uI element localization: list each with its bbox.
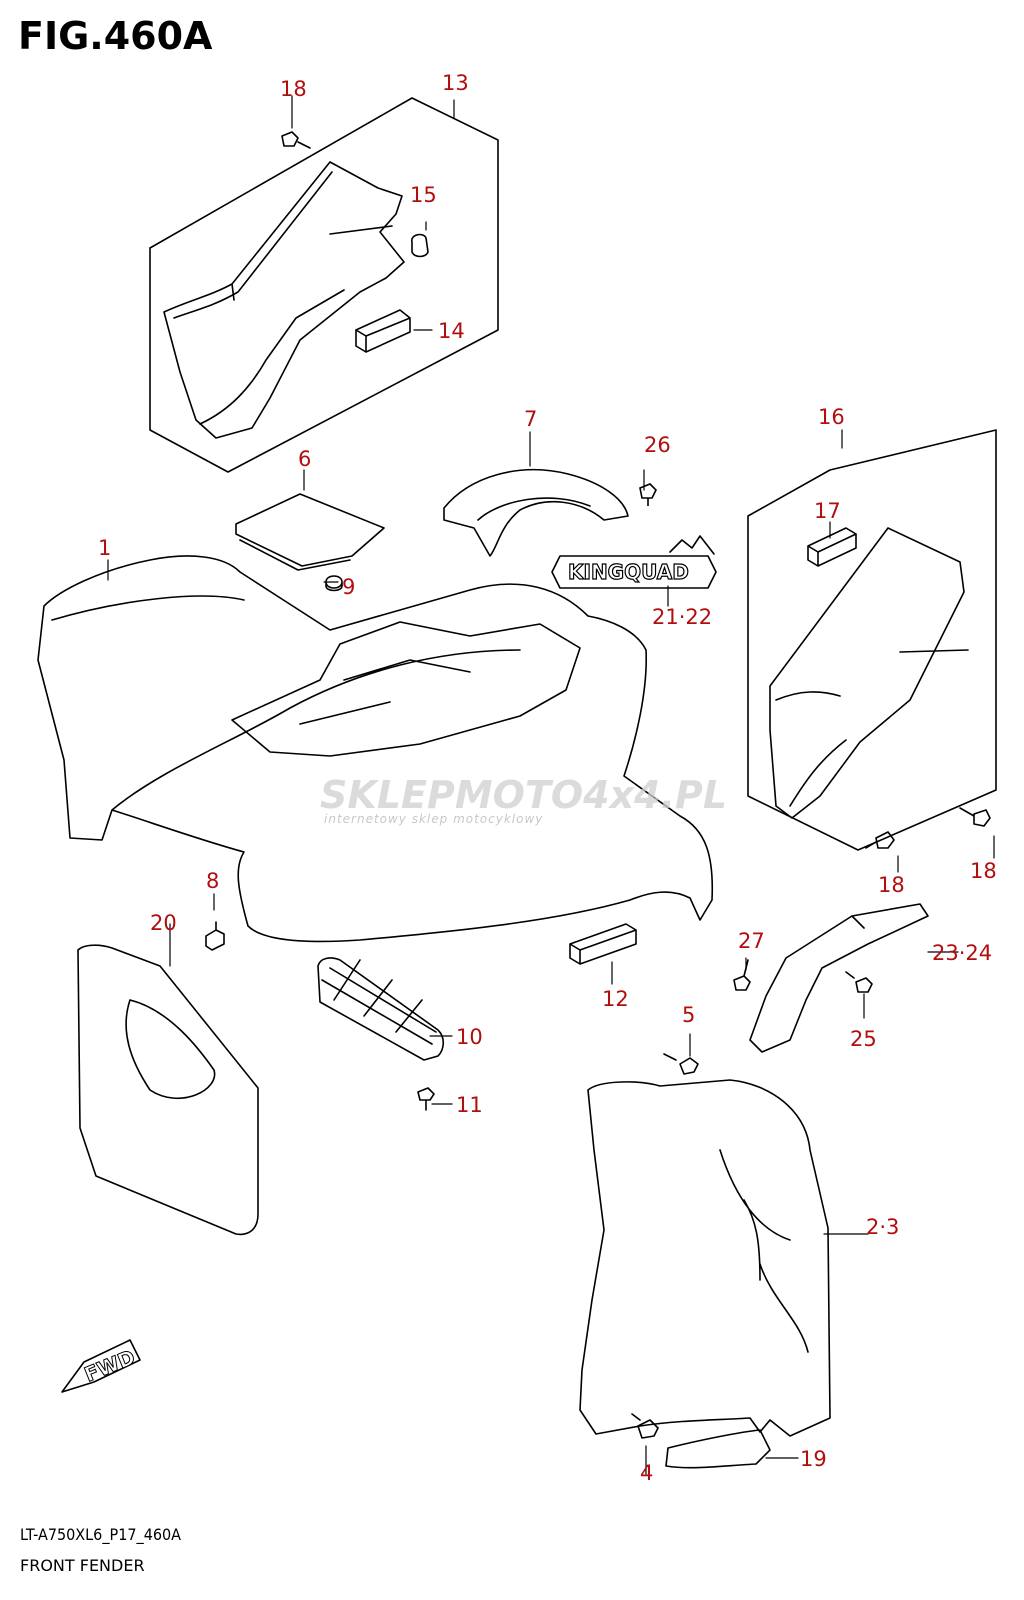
label-part-23-24: 23·24 [932,941,992,965]
part-18-bolt-top [281,131,311,149]
label-part-14: 14 [438,319,465,343]
part-27-bolt [733,959,751,991]
label-part-18-mid: 18 [878,873,905,897]
fwd-arrow [61,1339,141,1393]
part-20-mud-flap [77,944,259,1236]
watermark-subtitle: internetowy sklep motocyklowy [324,812,544,826]
part-12-pad [569,923,637,965]
label-part-26: 26 [644,433,671,457]
kingquad-decal [551,555,717,589]
label-part-7: 7 [524,407,537,431]
label-part-19: 19 [800,1447,827,1471]
label-part-13: 13 [442,71,469,95]
part-14-pad [355,309,411,353]
part-11-screw [417,1087,435,1111]
part-16-inner-fender [769,527,969,819]
part-6-cover [235,493,385,571]
label-part-18-right: 18 [970,859,997,883]
part-13-inner-fender [163,161,405,439]
label-part-4: 4 [640,1461,653,1485]
part-26-screw [639,483,657,506]
label-part-5: 5 [682,1003,695,1027]
label-part-6: 6 [298,447,311,471]
label-part-2-3: 2·3 [866,1215,899,1239]
part-5-bolt [663,1053,699,1075]
part-15-grommet [411,233,429,258]
label-part-16: 16 [818,405,845,429]
label-part-11: 11 [456,1093,483,1117]
leader-lines [107,95,995,1475]
watermark: SKLEPMOTO4x4.PL [320,773,728,817]
label-part-18-top: 18 [280,77,307,101]
kingquad-logo-text: KINGQUAD [568,560,689,584]
part-4-bolt [631,1413,659,1439]
part-18-bolt-right [959,807,991,827]
label-part-27: 27 [738,929,765,953]
part-2-3-inner-panel [579,1079,831,1437]
part-9-grommet [325,575,343,592]
part-19-strip [665,1429,771,1469]
part-17-pad [807,527,857,567]
diagram-name: FRONT FENDER [20,1556,145,1575]
label-part-12: 12 [602,987,629,1011]
kit-box-13 [149,97,499,473]
label-part-17: 17 [814,499,841,523]
diagram-code: LT-A750XL6_P17_460A [20,1525,182,1544]
label-part-25: 25 [850,1027,877,1051]
part-1-front-fender [37,555,714,943]
label-part-8: 8 [206,869,219,893]
label-part-15: 15 [410,183,437,207]
part-10-grille [317,957,445,1061]
part-23-24-bracket [749,903,929,1053]
kit-box-16 [747,429,997,851]
part-25-bolt [845,971,873,993]
label-part-9: 9 [342,575,355,599]
label-part-20: 20 [150,911,177,935]
part-18-bolt-mid [865,831,895,849]
label-part-10: 10 [456,1025,483,1049]
part-1-center-opening [231,621,581,757]
label-part-1: 1 [98,536,111,560]
part-7-headlight-cover [443,468,629,557]
part-8-bolt [205,921,225,951]
figure-title: FIG.460A [18,14,213,58]
decal-mountain [669,535,715,555]
label-part-21-22: 21·22 [652,605,712,629]
